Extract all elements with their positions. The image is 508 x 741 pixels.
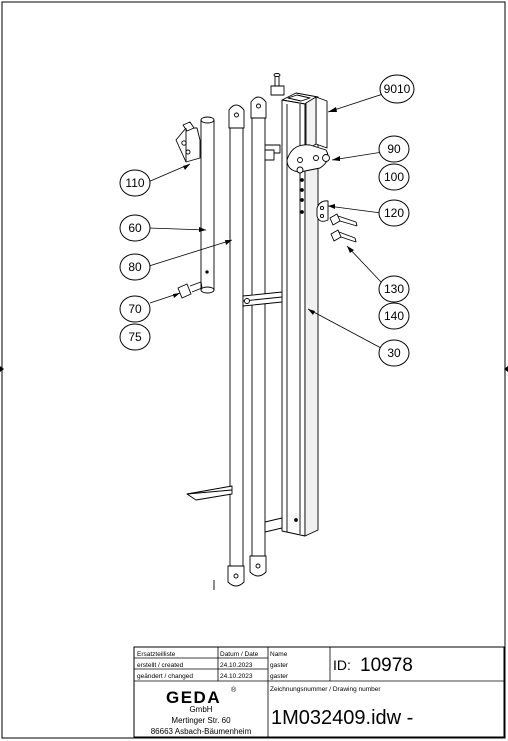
border-center-marks [0, 366, 508, 372]
callout-70: 70 [119, 295, 151, 323]
callout-9010: 9010 [379, 74, 415, 104]
bracket-part-9010 [305, 96, 328, 151]
exploded-assembly-drawing [175, 73, 358, 590]
callout-label: 90 [387, 142, 401, 156]
parts-list-label: Ersatzteilliste [137, 651, 176, 658]
ladder-rail-part-80 [227, 96, 267, 587]
drawing-number: 1M032409.idw - [271, 707, 413, 729]
company-suffix: GmbH [189, 705, 212, 714]
callout-label: 75 [128, 330, 142, 344]
callout-100: 100 [378, 163, 410, 191]
registered-mark-icon: ® [231, 686, 237, 694]
callout-label: 60 [128, 221, 142, 235]
callout-label: 70 [128, 302, 142, 316]
title-block: Ersatzteilliste Datum / Date Name erstel… [133, 646, 505, 738]
callout-30: 30 [378, 339, 410, 367]
tube-part-60 [200, 116, 215, 294]
drawing-number-label: Zeichnungsnummer / Drawing number [270, 686, 381, 693]
callout-label: 140 [384, 309, 404, 323]
company-street: Mertinger Str. 60 [171, 716, 231, 725]
leader-lines [147, 93, 384, 349]
bolts-part-130 [329, 213, 358, 243]
callout-label: 80 [128, 260, 142, 274]
plate-part-120 [316, 200, 329, 222]
callout-120: 120 [378, 199, 410, 227]
support-arm [186, 485, 233, 501]
callout-label: 30 [387, 346, 401, 360]
name-header: Name [270, 651, 288, 658]
leader-arrowheads [173, 107, 354, 315]
company-city: 86663 Asbach-Bäumenheim [151, 727, 252, 736]
callout-label: 100 [384, 170, 404, 184]
created-date: 24.10.2023 [220, 662, 253, 669]
main-mast-part-30 [281, 92, 319, 537]
callout-75: 75 [119, 323, 151, 351]
created-label: erstellt / created [137, 662, 184, 669]
id-label: ID: [333, 657, 351, 673]
callout-130: 130 [378, 275, 410, 303]
callout-90: 90 [378, 135, 410, 163]
bolt-part-70 [177, 281, 203, 299]
callout-60: 60 [119, 214, 151, 242]
callout-label: 9010 [384, 82, 411, 96]
changed-label: geändert / changed [137, 673, 193, 680]
callout-110: 110 [119, 169, 151, 197]
id-value: 10978 [360, 655, 413, 676]
date-header: Datum / Date [220, 651, 259, 658]
callout-80: 80 [119, 253, 151, 281]
callout-140: 140 [378, 302, 410, 330]
top-bolt [270, 73, 285, 96]
geda-logo: GEDA [166, 688, 221, 707]
callout-label: 110 [125, 176, 144, 190]
callout-label: 120 [384, 206, 404, 220]
bracket-part-110 [175, 121, 201, 163]
callout-label: 130 [384, 282, 404, 296]
cross-strut-lower [264, 517, 283, 533]
changed-date: 24.10.2023 [220, 673, 253, 680]
clamp-plate-part-90 [286, 144, 330, 174]
created-name: gaster [270, 662, 289, 669]
changed-name: gaster [270, 673, 289, 680]
cross-strut-upper [242, 291, 283, 307]
